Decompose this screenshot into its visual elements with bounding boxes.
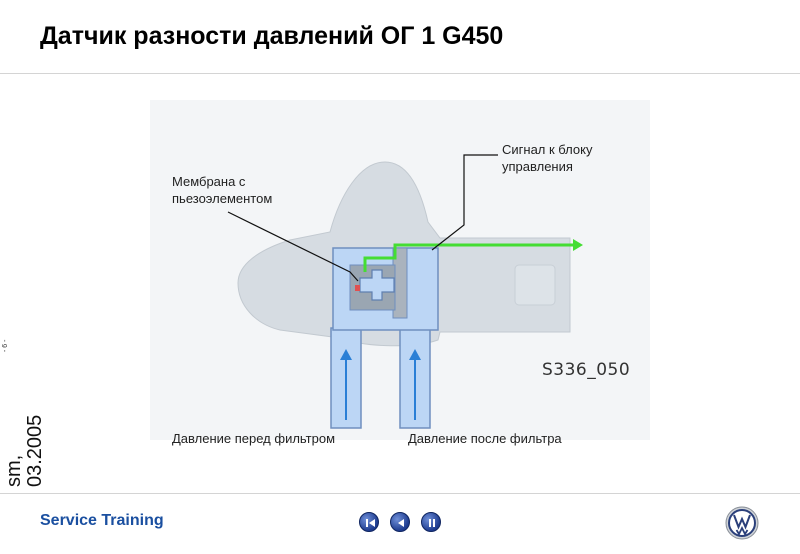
membrane-label: Мембрана с пьезоэлементом bbox=[172, 174, 273, 206]
side-author: sm, bbox=[3, 454, 25, 487]
membrane-leader-line bbox=[227, 211, 359, 282]
nav-prev-button[interactable] bbox=[390, 512, 410, 532]
bottom-divider bbox=[0, 493, 800, 494]
skip-back-icon bbox=[366, 519, 375, 527]
signal-path bbox=[363, 243, 573, 272]
page-number-mark: - 6 - bbox=[2, 339, 9, 352]
housing-cap bbox=[514, 264, 556, 306]
sensor-diagram: Мембрана с пьезоэлементом Сигнал к блоку… bbox=[150, 100, 650, 460]
membrane-element bbox=[359, 269, 395, 301]
nav-pause-button[interactable] bbox=[421, 512, 441, 532]
signal-arrow-icon bbox=[573, 239, 583, 251]
page-title: Датчик разности давлений ОГ 1 G450 bbox=[40, 22, 504, 50]
pressure-arrow-right-icon bbox=[409, 349, 421, 360]
side-date: 03.2005 bbox=[24, 414, 46, 487]
figure-code: S336_050 bbox=[542, 360, 631, 380]
top-divider bbox=[0, 73, 800, 74]
signal-leader-line bbox=[431, 154, 498, 251]
play-back-icon bbox=[398, 519, 404, 527]
sensor-illustration bbox=[150, 100, 650, 460]
footer-brand: Service Training bbox=[40, 512, 164, 529]
label-pressure-after: Давление после фильтра bbox=[408, 431, 562, 446]
label-pressure-before: Давление перед фильтром bbox=[172, 431, 336, 446]
pause-icon bbox=[429, 519, 435, 527]
membrane-mark bbox=[355, 285, 360, 291]
nav-first-button[interactable] bbox=[359, 512, 379, 532]
pressure-arrow-left-icon bbox=[340, 349, 352, 360]
vw-logo-icon bbox=[725, 506, 759, 540]
side-date-text: sm, 03.2005 bbox=[3, 414, 46, 487]
signal-label: Сигнал к блоку управления bbox=[502, 142, 593, 174]
